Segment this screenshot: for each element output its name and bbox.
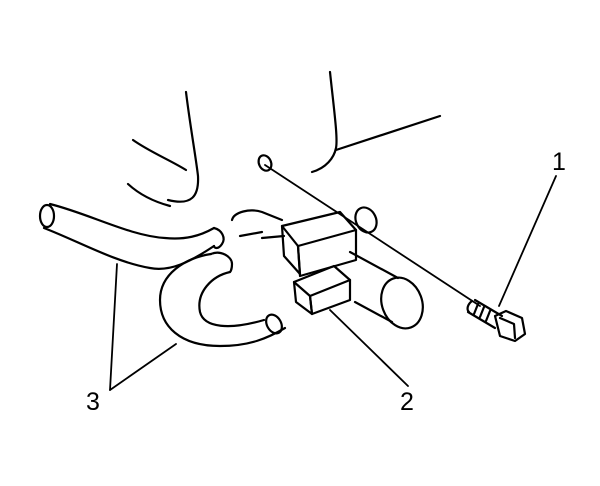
- bolt-alignment-guide: [257, 154, 481, 307]
- leader-line-2: [329, 309, 409, 387]
- callout-number-1: 1: [552, 148, 566, 176]
- leader-line-1: [498, 175, 557, 307]
- solenoid-valve-icon: [230, 209, 424, 330]
- leader-line-3b: [109, 343, 177, 391]
- vacuum-hose-icon: [38, 202, 287, 348]
- callout-number-2: 2: [400, 388, 414, 416]
- engine-body-outline: [126, 70, 442, 208]
- leader-lines: [109, 175, 557, 391]
- callout-number-3: 3: [86, 388, 100, 416]
- bolt-icon: [466, 298, 527, 343]
- leader-line-3a: [109, 263, 118, 391]
